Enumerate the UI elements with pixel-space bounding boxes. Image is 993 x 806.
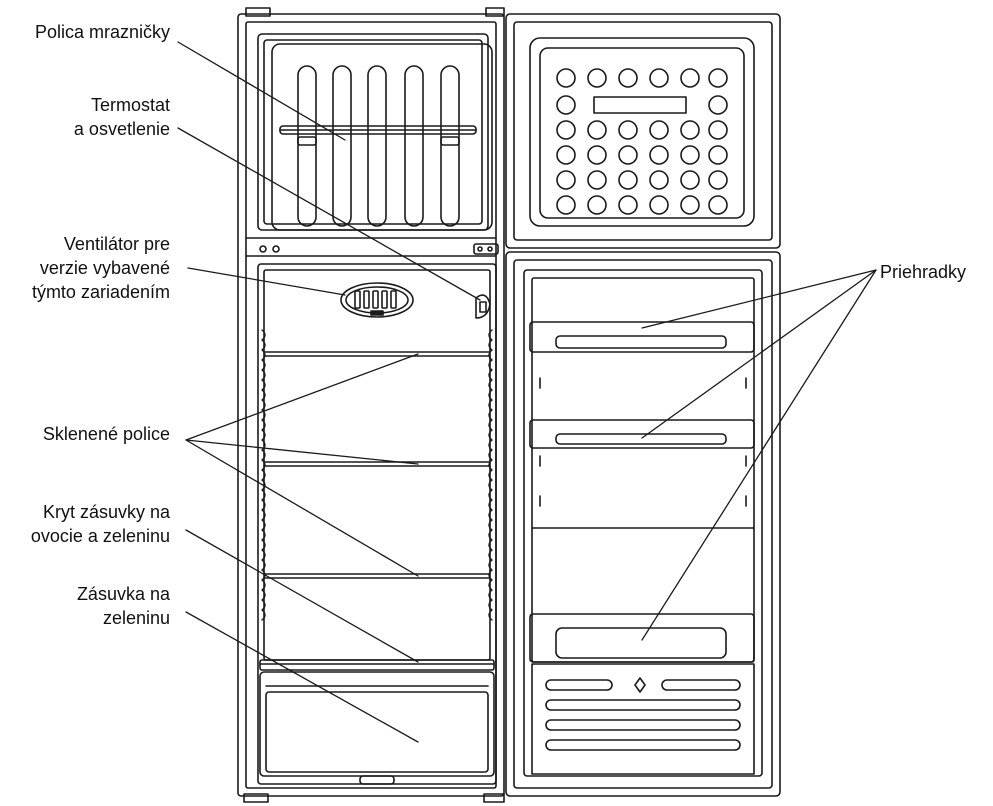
- label-drawer-line-2: zeleninu: [102, 608, 170, 628]
- door-dimple: [587, 120, 607, 140]
- door-dimple: [680, 145, 700, 165]
- door-dimple: [587, 145, 607, 165]
- label-drawer-line-1: Zásuvka na: [76, 584, 170, 604]
- door-dimple: [618, 68, 638, 88]
- door-dimple: [556, 170, 576, 190]
- door-dimple: [556, 195, 576, 215]
- door-dimple: [587, 170, 607, 190]
- fridge-door: [505, 251, 781, 797]
- door-dimple: [556, 95, 576, 115]
- door-dimple: [618, 170, 638, 190]
- label-fan-line-1: Ventilátor pre: [63, 234, 170, 254]
- door-dimple: [649, 145, 669, 165]
- crisper-cover: [259, 659, 495, 671]
- door-dimple: [556, 68, 576, 88]
- glass-shelf-2: [263, 461, 491, 467]
- fan-unit: [340, 282, 414, 318]
- fridge-compartment: [257, 263, 497, 785]
- door-dimple: [556, 120, 576, 140]
- door-dimple: [649, 170, 669, 190]
- door-dimple: [680, 170, 700, 190]
- label-door-bins: Priehradky: [880, 262, 967, 282]
- label-drawer-cover: Kryt zásuvky na ovocie a zeleninu: [31, 500, 170, 548]
- label-fan: Ventilátor pre verzie vybavené týmto zar…: [32, 232, 170, 304]
- label-fan-line-3: týmto zariadením: [31, 282, 170, 302]
- door-bin-3: [529, 613, 755, 663]
- door-dimple: [649, 195, 669, 215]
- door-bin-1: [529, 321, 755, 389]
- door-dimple: [708, 68, 728, 88]
- door-dimple: [680, 120, 700, 140]
- label-drawer-cover-line-2: ovocie a zeleninu: [30, 526, 170, 546]
- door-dimple: [708, 195, 728, 215]
- cabinet: [237, 7, 505, 803]
- door-dimple: [649, 68, 669, 88]
- leader-lines: [177, 41, 877, 743]
- glass-shelf-1: [263, 351, 491, 357]
- door-bin-2: [529, 419, 755, 507]
- label-thermostat-line-1: Termostat: [90, 95, 170, 115]
- shelf-supports: [261, 329, 493, 621]
- freezer-shelf: [279, 125, 477, 146]
- label-freezer-shelf: Polica mrazničky: [34, 22, 170, 42]
- door-dimple: [618, 195, 638, 215]
- glass-shelves: [263, 351, 491, 579]
- door-dimple: [708, 120, 728, 140]
- door-dimples: [556, 68, 728, 215]
- compartment-divider: [245, 237, 499, 257]
- label-glass-shelves: Sklenené police: [42, 424, 170, 444]
- door-dimple: [587, 195, 607, 215]
- label-drawer-cover-line-1: Kryt zásuvky na: [42, 502, 170, 522]
- door-dimple: [649, 120, 669, 140]
- door-dimple: [556, 145, 576, 165]
- crisper-drawer: [259, 671, 495, 785]
- label-drawer: Zásuvka na zeleninu: [77, 582, 170, 630]
- thermostat-unit: [475, 294, 491, 319]
- door-dimple: [708, 95, 728, 115]
- label-fan-line-2: verzie vybavené: [39, 258, 170, 278]
- door-dimple: [708, 170, 728, 190]
- door-vent-panel: [531, 663, 755, 775]
- door-dimple: [680, 68, 700, 88]
- glass-shelf-3: [263, 573, 491, 579]
- freezer-door: [505, 13, 781, 249]
- label-thermostat: Termostat a osvetlenie: [74, 93, 170, 141]
- freezer-compartment: [257, 33, 493, 231]
- door-dimple: [618, 145, 638, 165]
- door-dimple: [708, 145, 728, 165]
- door-dimple: [587, 68, 607, 88]
- label-thermostat-line-2: a osvetlenie: [73, 119, 170, 139]
- door-dimple: [680, 195, 700, 215]
- door-dimple: [618, 120, 638, 140]
